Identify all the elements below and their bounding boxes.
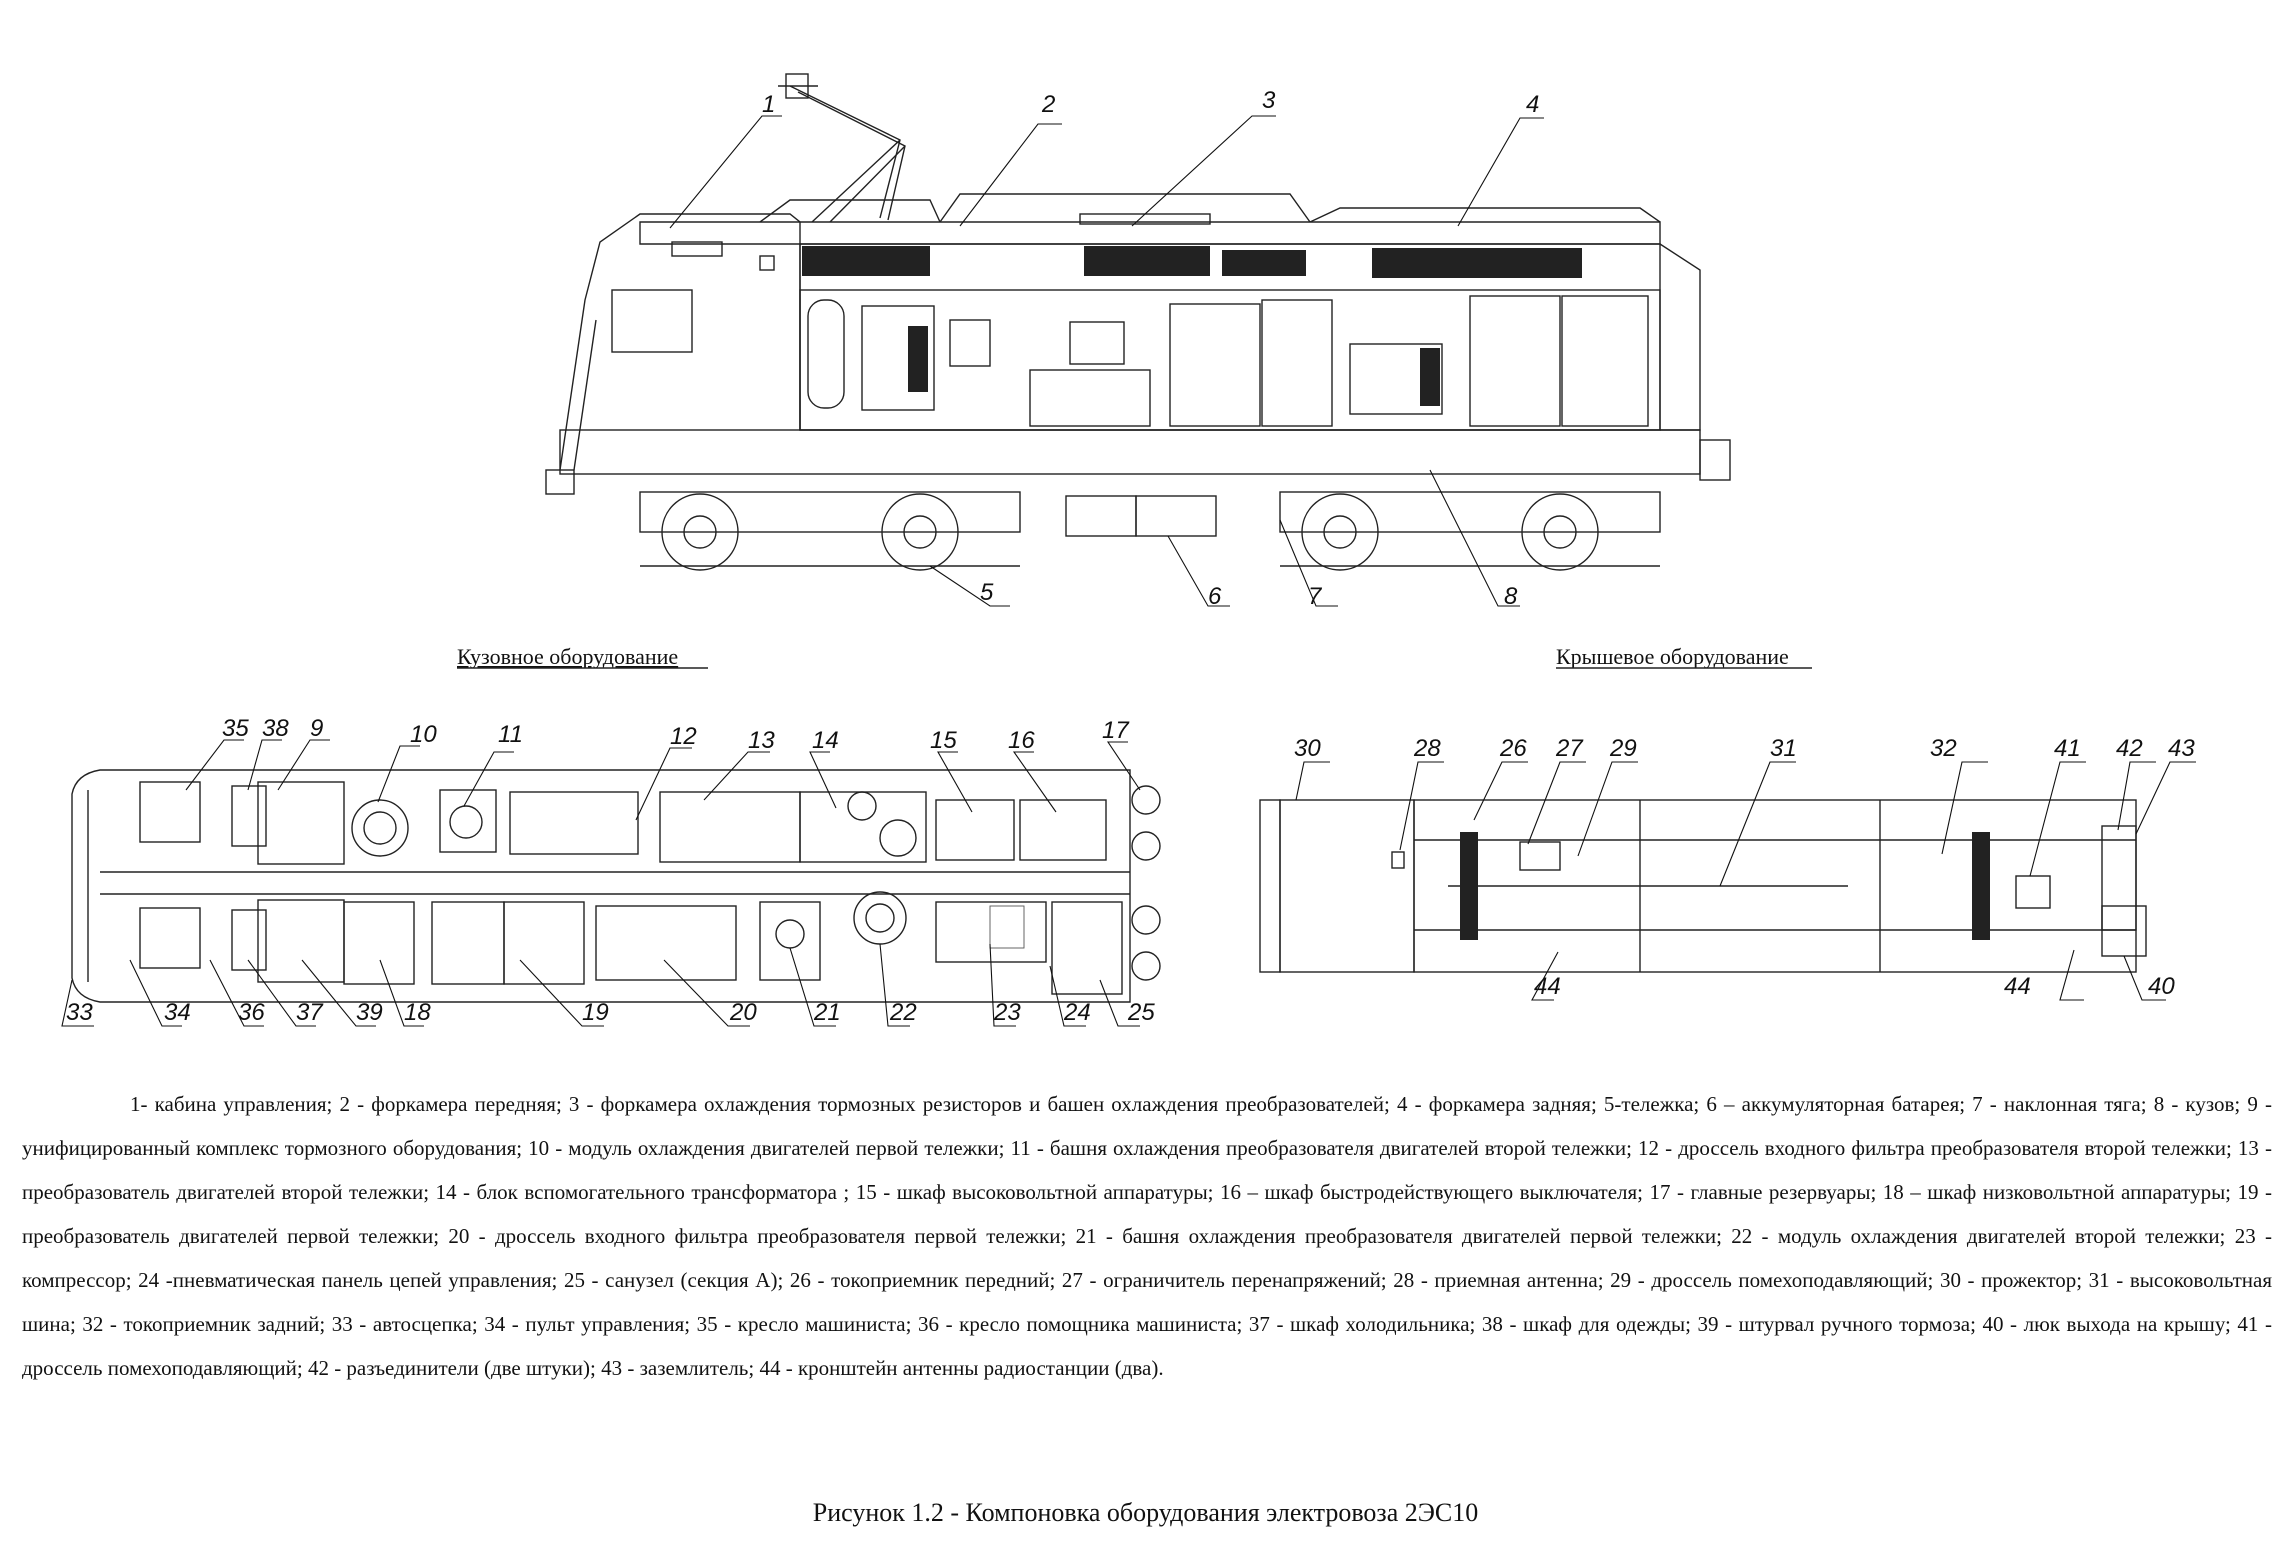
- label-13: 13: [748, 727, 775, 754]
- label-44-front: 44: [1534, 973, 1561, 1000]
- label-43: 43: [2168, 735, 2195, 762]
- label-29: 29: [1609, 735, 1637, 762]
- label-9: 9: [310, 715, 323, 742]
- label-15: 15: [930, 727, 957, 754]
- label-8: 8: [1504, 583, 1518, 610]
- label-12: 12: [670, 723, 697, 750]
- label-24: 24: [1063, 999, 1091, 1026]
- figure-caption: Рисунок 1.2 - Компоновка оборудования эл…: [812, 1498, 1479, 1527]
- label-37: 37: [296, 999, 324, 1026]
- label-6: 6: [1208, 583, 1222, 610]
- label-7: 7: [1308, 583, 1323, 610]
- title-body-equipment: Кузовное оборудование: [457, 644, 678, 669]
- carbody-equipment: [861, 295, 1649, 427]
- rear-bogie: [1279, 491, 1661, 571]
- legend-text: 1- кабина управления; 2 - форкамера пере…: [22, 1082, 2272, 1390]
- label-31: 31: [1770, 735, 1797, 762]
- roof-plan-view: [1259, 799, 2147, 973]
- label-2: 2: [1041, 91, 1055, 118]
- label-14: 14: [812, 727, 839, 754]
- label-21: 21: [813, 999, 841, 1026]
- label-28: 28: [1413, 735, 1441, 762]
- title-roof-equipment: Крышевое оборудование: [1556, 644, 1789, 669]
- locomotive-side-view: [545, 73, 1731, 571]
- label-1: 1: [762, 91, 775, 118]
- battery-box: [1065, 495, 1217, 537]
- side-leaders: [669, 115, 1544, 607]
- label-26: 26: [1499, 735, 1527, 762]
- label-44-rear: 44: [2004, 973, 2031, 1000]
- label-30: 30: [1294, 735, 1321, 762]
- label-16: 16: [1008, 727, 1035, 754]
- legend-paragraph: 1- кабина управления; 2 - форкамера пере…: [22, 1092, 2272, 1380]
- label-38: 38: [262, 715, 289, 742]
- label-42: 42: [2116, 735, 2143, 762]
- label-35: 35: [222, 715, 249, 742]
- side-numbers: 1 2 3 4 5 6 7 8: [762, 87, 1539, 610]
- label-40: 40: [2148, 973, 2175, 1000]
- label-39: 39: [356, 999, 383, 1026]
- equipment-layout-drawing: 1 2 3 4 5 6 7 8 Кузовное оборудование Кр…: [61, 73, 2196, 1027]
- label-41: 41: [2054, 735, 2081, 762]
- label-25: 25: [1127, 999, 1155, 1026]
- label-34: 34: [164, 999, 191, 1026]
- label-11: 11: [498, 721, 523, 748]
- body-plan-view: [71, 769, 1161, 1003]
- pantograph-raised: [778, 73, 906, 223]
- label-19: 19: [582, 999, 609, 1026]
- plan-numbers: 35 38 9 10 11 12 13 14 15 16 17 33 34 36…: [66, 715, 1155, 1026]
- front-bogie: [639, 491, 1021, 571]
- label-32: 32: [1930, 735, 1957, 762]
- label-22: 22: [889, 999, 917, 1026]
- label-5: 5: [980, 579, 994, 606]
- label-20: 20: [729, 999, 757, 1026]
- label-10: 10: [410, 721, 437, 748]
- roof-grilles: [802, 246, 1582, 278]
- label-18: 18: [404, 999, 431, 1026]
- label-33: 33: [66, 999, 93, 1026]
- label-27: 27: [1555, 735, 1584, 762]
- label-4: 4: [1526, 91, 1539, 118]
- roof-leaders: [1295, 761, 2196, 1001]
- label-36: 36: [238, 999, 265, 1026]
- roof-numbers: 30 28 26 27 29 31 32 41 42 43 44 44 40: [1294, 735, 2195, 1000]
- label-23: 23: [993, 999, 1021, 1026]
- plan-leaders: [61, 739, 1141, 1027]
- label-3: 3: [1262, 87, 1276, 114]
- label-17: 17: [1102, 717, 1130, 744]
